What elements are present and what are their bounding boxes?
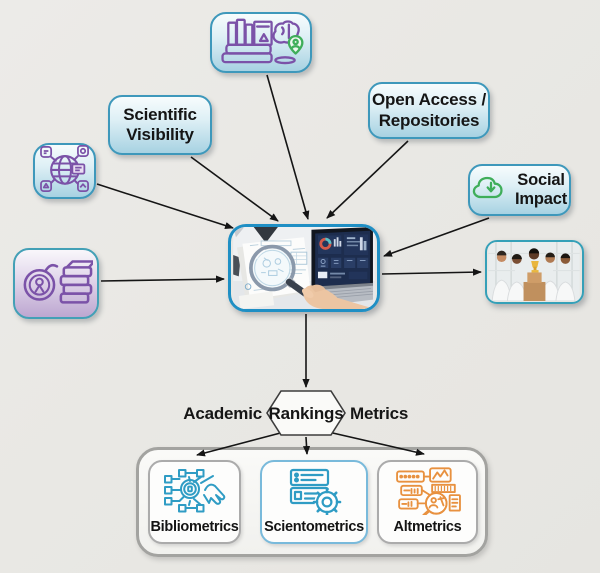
magnifier-analytics-photo (228, 224, 380, 312)
arrow-globe-to-center (96, 183, 234, 229)
scientific-visibility-label: Scientific Visibility (123, 104, 197, 144)
bibliometrics-node: Bibliometrics (148, 460, 241, 544)
cloud-download-icon (472, 173, 510, 207)
open-access-node: Open Access / Repositories (368, 82, 490, 139)
metrics-label: Metrics (350, 404, 409, 423)
social-impact-node: Social Impact (468, 164, 571, 216)
arrow-books-to-center (266, 74, 310, 220)
rankings-label: Rankings (268, 404, 344, 423)
altmetrics-node: Altmetrics (377, 460, 478, 544)
data-cards-gear-icon (284, 462, 344, 519)
arrow-visibility-to-center (190, 156, 279, 222)
academic-label: Academic (183, 404, 262, 423)
scientometrics-label: Scientometrics (264, 519, 364, 535)
global-network-node (33, 143, 96, 199)
author-profile-books-icon (19, 255, 96, 312)
bibliometrics-label: Bibliometrics (150, 519, 239, 535)
arrow-author-to-center (100, 275, 225, 283)
open-access-label: Open Access / Repositories (372, 90, 486, 130)
research-team-trophy-photo (485, 240, 584, 304)
author-profile-node (13, 248, 99, 319)
citation-network-hand-icon (162, 462, 228, 519)
arrow-openaccess-to-center (326, 140, 409, 219)
altmetrics-label: Altmetrics (393, 519, 462, 535)
books-and-brain-icon (217, 15, 305, 70)
media-sources-magnifier-icon (395, 462, 461, 519)
publications-knowledge-node (210, 12, 312, 73)
arrow-center-to-team (381, 268, 482, 276)
global-network-icon (38, 144, 92, 198)
scientific-visibility-node: Scientific Visibility (108, 95, 212, 155)
scientometrics-node: Scientometrics (260, 460, 368, 544)
arrow-social-to-center (383, 217, 490, 257)
social-impact-label: Social Impact (515, 170, 567, 208)
